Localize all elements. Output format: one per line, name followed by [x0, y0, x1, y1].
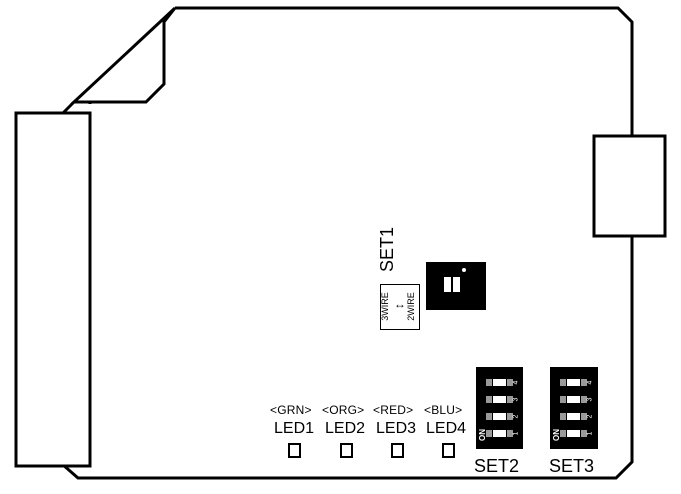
led3-label: LED3 [376, 420, 417, 437]
led4-label: LED4 [426, 420, 467, 437]
set3-switch-1[interactable] [560, 430, 587, 437]
led3-indicator [391, 443, 404, 458]
led2-indicator [340, 443, 353, 458]
set2-num-1: 1 [512, 431, 520, 436]
set3-label: SET3 [549, 456, 595, 476]
set2-num-4: 4 [512, 380, 520, 385]
set2-num-2: 2 [512, 414, 520, 419]
set3-switch-2[interactable] [560, 413, 587, 420]
set3-num-3: 3 [586, 397, 594, 402]
set3-num-2: 2 [586, 414, 594, 419]
led1-color-tag: <GRN> [270, 403, 312, 417]
led3-color-tag: <RED> [373, 403, 414, 417]
set1-switch[interactable] [426, 262, 486, 310]
set3-num-1: 1 [586, 431, 594, 436]
wire-mode-legend: 3WIRE ↕ 2WIRE [380, 284, 420, 330]
set3-dip-switch[interactable]: 4 3 2 1 ON [550, 367, 598, 449]
set2-switch-1[interactable] [486, 430, 513, 437]
set3-switch-4[interactable] [560, 379, 587, 386]
led1-indicator [288, 443, 301, 458]
set2-num-3: 3 [512, 397, 520, 402]
set3-num-4: 4 [586, 380, 594, 385]
set2-switch-3[interactable] [486, 396, 513, 403]
led4-color-tag: <BLU> [424, 403, 463, 417]
set3-switch-3[interactable] [560, 396, 587, 403]
set2-switch-4[interactable] [486, 379, 513, 386]
set1-label: SET1 [377, 226, 397, 272]
led2-label: LED2 [325, 420, 366, 437]
terminal-block-icon [14, 111, 92, 468]
wire-bottom-label: 2WIRE [405, 292, 416, 321]
led1-label: LED1 [274, 420, 315, 437]
wire-arrow-icon: ↕ [392, 303, 406, 309]
set2-on-label: ON [478, 429, 487, 441]
set2-label: SET2 [474, 456, 520, 476]
set2-switch-2[interactable] [486, 413, 513, 420]
led4-indicator [442, 443, 455, 458]
board-outline [60, 6, 634, 480]
set3-on-label: ON [552, 429, 561, 441]
side-connector-icon [592, 134, 667, 238]
wire-top-label: 3WIRE [379, 292, 390, 321]
set2-dip-switch[interactable]: 4 3 2 1 ON [476, 367, 523, 449]
led2-color-tag: <ORG> [322, 403, 365, 417]
